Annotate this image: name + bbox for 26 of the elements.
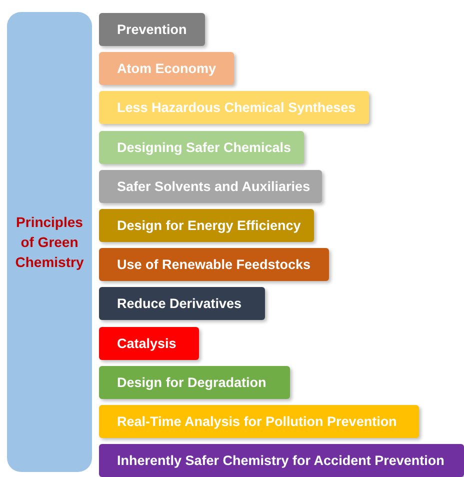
principle-text: Real-Time Analysis for Pollution Prevention bbox=[117, 414, 397, 429]
principle-text: Reduce Derivatives bbox=[117, 296, 242, 312]
principle-bar bbox=[99, 91, 369, 124]
principle-text: Safer Solvents and Auxiliaries bbox=[117, 178, 310, 194]
principle-text: Prevention bbox=[117, 22, 187, 37]
principle-bar bbox=[99, 52, 234, 86]
principle-bar bbox=[99, 366, 290, 399]
principle-bar bbox=[99, 209, 314, 242]
principle-bar bbox=[99, 130, 304, 164]
principle-bar bbox=[99, 444, 464, 477]
principle-text: Atom Economy bbox=[117, 61, 216, 76]
principle-bar bbox=[99, 405, 419, 438]
principle-text: Less Hazardous Chemical Syntheses bbox=[117, 100, 356, 116]
panel-title: Principles of Green Chemistry bbox=[14, 213, 84, 272]
principle-text: Catalysis bbox=[117, 336, 176, 351]
principle-text: Design for Degradation bbox=[117, 374, 266, 390]
principle-bar bbox=[99, 326, 199, 360]
principle-text: Designing Safer Chemicals bbox=[117, 140, 292, 155]
principle-bar bbox=[99, 287, 265, 320]
principle-text: Design for Energy Efficiency bbox=[117, 218, 301, 233]
principle-text: Use of Renewable Feedstocks bbox=[117, 257, 311, 272]
principle-bar bbox=[99, 248, 329, 282]
principle-text: Inherently Safer Chemistry for Accident Prevention bbox=[117, 453, 444, 468]
principle-bar bbox=[99, 13, 205, 46]
title-panel bbox=[7, 12, 92, 472]
principle-bar bbox=[99, 170, 322, 203]
